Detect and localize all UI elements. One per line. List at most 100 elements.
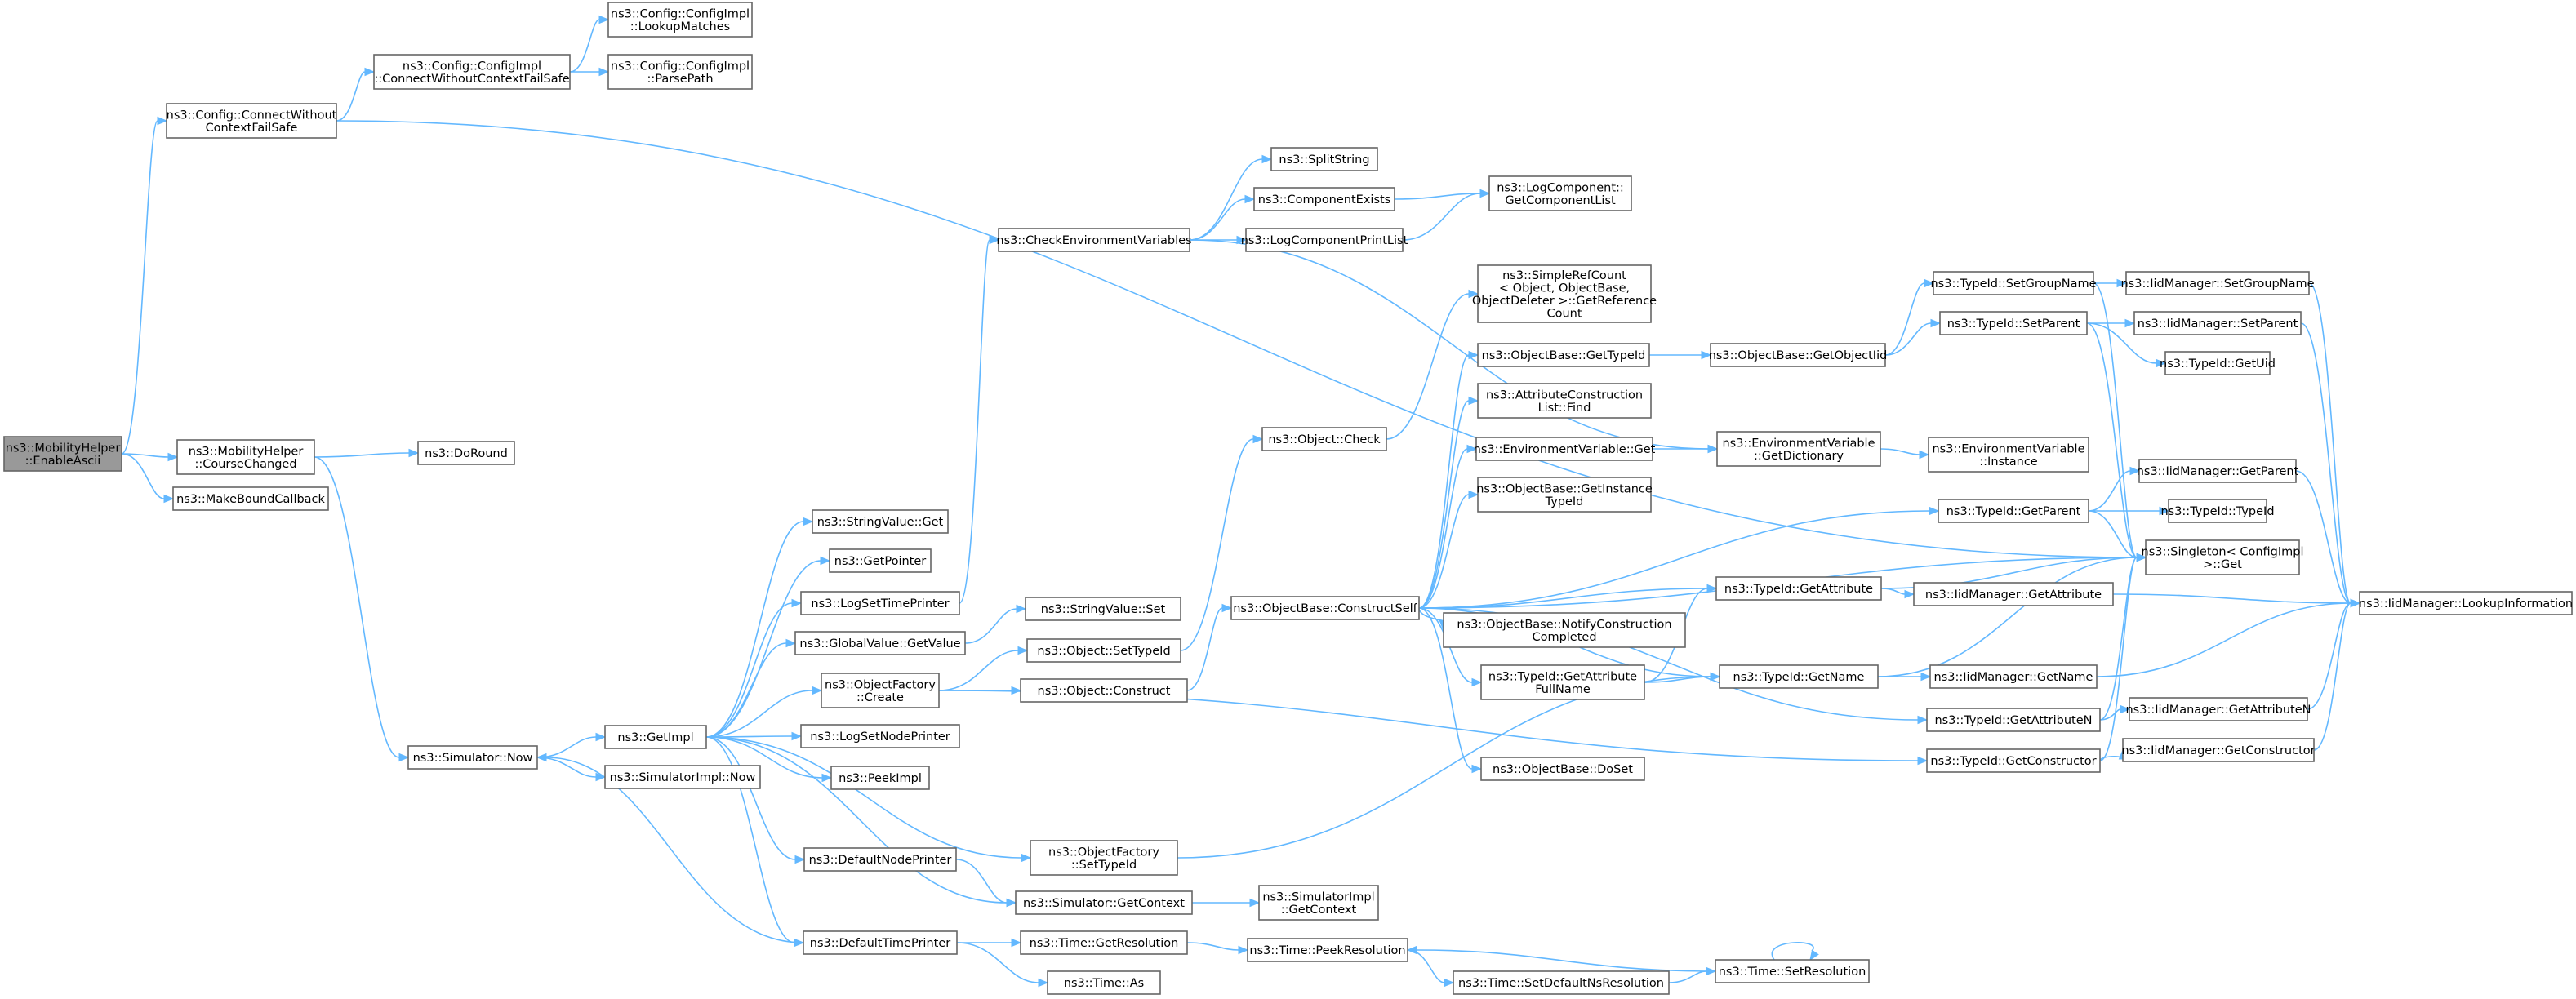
node-ns3-simulatorimpl-getcontext[interactable]: ns3::SimulatorImpl::GetContext [1258,885,1379,921]
node-ns3-time-setdefaultnsresolution[interactable]: ns3::Time::SetDefaultNsResolution [1453,970,1670,995]
arrowhead [1468,350,1479,360]
node-ns3-object-construct[interactable]: ns3::Object::Construct [1020,678,1188,703]
node-ns3-iidmanager-getattributen[interactable]: ns3::IidManager::GetAttributeN [2125,697,2311,722]
edge-line [1189,158,1263,241]
node-ns3-config-configimpl-connectwithoutcontextfailsafe[interactable]: ns3::Config::ConfigImpl::ConnectWithoutC… [373,54,571,90]
node-ns3-iidmanager-getparent[interactable]: ns3::IidManager::GetParent [2137,459,2299,483]
node-ns3-singleton-configimpl-get[interactable]: ns3::Singleton< ConfigImpl>::Get [2142,539,2304,575]
node-label: ns3::Object::Construct [1038,685,1171,698]
node-ns3-object-check[interactable]: ns3::Object::Check [1261,427,1387,451]
node-ns3-config-connectwithoutcontextfailsafe[interactable]: ns3::Config::ConnectWithoutContextFailSa… [166,103,337,139]
node-ns3-simulator-now[interactable]: ns3::Simulator::Now [407,745,538,770]
node-ns3-logcomponent-getcomponentlist[interactable]: ns3::LogComponent::GetComponentList [1488,175,1632,211]
node-ns3-iidmanager-setgroupname[interactable]: ns3::IidManager::SetGroupName [2120,271,2315,295]
node-ns3-time-getresolution[interactable]: ns3::Time::GetResolution [1020,930,1188,955]
node-box [1933,271,2094,295]
node-label: ::ParsePath [647,73,713,86]
node-ns3-environmentvariable-instance[interactable]: ns3::EnvironmentVariable::Instance [1928,437,2089,473]
node-ns3-objectbase-getobjectiid[interactable]: ns3::ObjectBase::GetObjectIid [1709,343,1888,367]
call-edge [1884,278,1935,356]
node-ns3-simplerefcount-object-objectbase-objectdeleter-getreferencecount[interactable]: ns3::SimpleRefCount< Object, ObjectBase,… [1472,264,1657,323]
node-ns3-simulator-getcontext[interactable]: ns3::Simulator::GetContext [1015,890,1193,915]
call-edge [1880,448,1930,460]
call-edge [569,15,610,73]
node-ns3-mobilityhelper-coursechanged[interactable]: ns3::MobilityHelper::CourseChanged [176,439,315,475]
node-ns3-iidmanager-setparent[interactable]: ns3::IidManager::SetParent [2133,311,2302,335]
node-box [1926,708,2101,732]
node-ns3-environmentvariable-get[interactable]: ns3::EnvironmentVariable::Get [1474,437,1656,461]
node-ns3-typeid-getuid[interactable]: ns3::TypeId::GetUid [2160,351,2276,375]
node-ns3-objectbase-constructself[interactable]: ns3::ObjectBase::ConstructSelf [1230,596,1420,620]
node-ns3-typeid-setparent[interactable]: ns3::TypeId::SetParent [1939,311,2088,335]
node-ns3-simulatorimpl-now[interactable]: ns3::SimulatorImpl::Now [604,765,761,789]
arrowhead [1016,604,1027,614]
node-ns3-objectbase-doset[interactable]: ns3::ObjectBase::DoSet [1480,757,1645,781]
node-label: ns3::StringValue::Set [1041,603,1166,616]
call-edge [705,517,814,738]
node-ns3-logsetnodeprinter[interactable]: ns3::LogSetNodePrinter [800,724,960,748]
node-ns3-objectbase-notifyconstructioncompleted[interactable]: ns3::ObjectBase::NotifyConstructionCompl… [1443,612,1686,648]
edge-line [336,71,366,122]
edge-line [1386,293,1470,440]
node-ns3-objectbase-gettypeid[interactable]: ns3::ObjectBase::GetTypeId [1477,343,1650,367]
node-ns3-defaulttimeprinter[interactable]: ns3::DefaultTimePrinter [803,930,958,955]
node-ns3-globalvalue-getvalue[interactable]: ns3::GlobalValue::GetValue [794,631,966,655]
node-ns3-stringvalue-get[interactable]: ns3::StringValue::Get [812,509,949,534]
node-ns3-iidmanager-getattribute[interactable]: ns3::IidManager::GetAttribute [1913,582,2114,606]
call-edge [1880,588,1915,599]
node-label: List::Find [1538,402,1591,415]
node-ns3-typeid-getconstructor[interactable]: ns3::TypeId::GetConstructor [1926,748,2101,773]
node-ns3-typeid-typeid[interactable]: ns3::TypeId::TypeId [2160,499,2275,523]
node-ns3-makeboundcallback[interactable]: ns3::MakeBoundCallback [172,486,329,511]
node-ns3-iidmanager-lookupinformation[interactable]: ns3::IidManager::LookupInformation [2359,591,2573,615]
arrowhead [794,855,806,864]
node-ns3-doround[interactable]: ns3::DoRound [417,441,515,465]
node-ns3-time-as[interactable]: ns3::Time::As [1047,970,1161,995]
node-ns3-stringvalue-set[interactable]: ns3::StringValue::Set [1025,597,1181,621]
arrowhead [2350,598,2361,608]
node-ns3-logsettimeprinter[interactable]: ns3::LogSetTimePrinter [800,591,960,615]
node-ns3-iidmanager-getname[interactable]: ns3::IidManager::GetName [1929,664,2098,689]
node-ns3-time-setresolution[interactable]: ns3::Time::SetResolution [1715,959,1870,983]
node-ns3-logcomponentprintlist[interactable]: ns3::LogComponentPrintList [1241,228,1408,252]
node-ns3-typeid-setgroupname[interactable]: ns3::TypeId::SetGroupName [1930,271,2097,295]
node-ns3-typeid-getname[interactable]: ns3::TypeId::GetName [1719,664,1879,689]
call-edge [964,604,1027,644]
arrowhead [1017,646,1029,655]
arrowhead [1706,584,1718,593]
node-ns3-object-settypeid[interactable]: ns3::Object::SetTypeId [1026,638,1181,663]
node-ns3-config-configimpl-parsepath[interactable]: ns3::Config::ConfigImpl::ParsePath [607,54,753,90]
node-ns3-getpointer[interactable]: ns3::GetPointer [829,548,932,573]
node-box [1258,885,1379,921]
node-label: < Object, ObjectBase, [1499,282,1630,295]
node-ns3-typeid-getattribute[interactable]: ns3::TypeId::GetAttribute [1715,576,1882,601]
node-ns3-getimpl[interactable]: ns3::GetImpl [604,725,707,749]
node-ns3-defaultnodeprinter[interactable]: ns3::DefaultNodePrinter [803,847,957,872]
call-edge [705,638,797,738]
call-edge [705,686,823,738]
node-ns3-objectfactory-settypeid[interactable]: ns3::ObjectFactory::SetTypeId [1030,840,1178,876]
node-ns3-checkenvironmentvariables[interactable]: ns3::CheckEnvironmentVariables [996,228,1192,252]
edge-line [1418,588,1708,609]
node-ns3-mobilityhelper-enableascii[interactable]: ns3::MobilityHelper::EnableAscii [3,436,122,472]
node-ns3-environmentvariable-getdictionary[interactable]: ns3::EnvironmentVariable::GetDictionary [1716,431,1881,467]
node-ns3-typeid-getattributen[interactable]: ns3::TypeId::GetAttributeN [1926,708,2101,732]
arrowhead [1006,898,1017,908]
node-box [2145,539,2300,575]
arrowhead [536,753,547,762]
node-ns3-time-peekresolution[interactable]: ns3::Time::PeekResolution [1247,938,1408,962]
call-edge [2300,322,2361,608]
node-ns3-componentexists[interactable]: ns3::ComponentExists [1253,187,1395,211]
node-box [166,103,337,139]
node-ns3-splitstring[interactable]: ns3::SplitString [1270,147,1378,171]
node-ns3-typeid-getparent[interactable]: ns3::TypeId::GetParent [1938,499,2089,523]
node-box [1047,970,1161,995]
node-ns3-peekimpl[interactable]: ns3::PeekImpl [830,766,930,790]
node-ns3-objectfactory-create[interactable]: ns3::ObjectFactory::Create [821,673,940,708]
node-ns3-iidmanager-getconstructor[interactable]: ns3::IidManager::GetConstructor [2121,738,2316,762]
arrowhead [1038,978,1049,988]
node-ns3-config-configimpl-lookupmatches[interactable]: ns3::Config::ConfigImpl::LookupMatches [607,2,753,38]
